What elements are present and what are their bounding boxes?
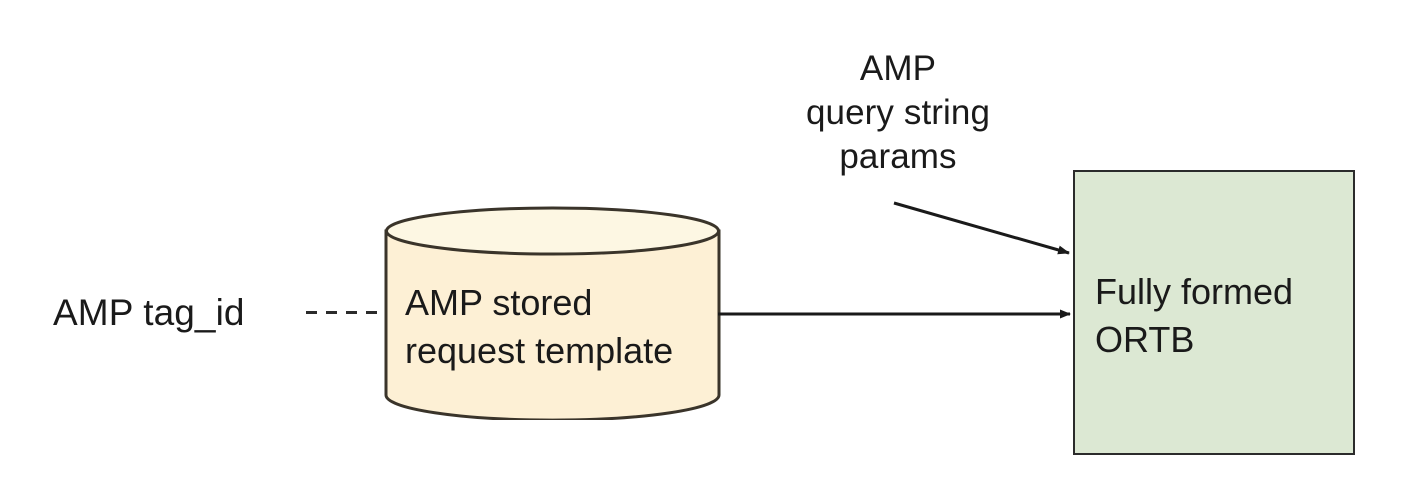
ortb-line2: ORTB — [1095, 319, 1195, 360]
amp-tag-id-label: AMP tag_id — [53, 292, 245, 333]
stored-request-line1: AMP stored — [405, 282, 593, 323]
cylinder-top-ellipse — [385, 206, 720, 256]
dashed-connector-tagid-to-template — [306, 311, 386, 314]
stored-request-label: AMP stored request template — [405, 279, 673, 375]
query-string-line3: params — [839, 137, 957, 176]
query-string-params-label: AMP query string params — [800, 47, 996, 179]
stored-request-cylinder — [384, 206, 721, 420]
arrow-params-to-ortb — [893, 201, 1070, 255]
cylinder-body — [384, 229, 721, 420]
query-string-line1: AMP — [859, 49, 937, 88]
fully-formed-ortb-box — [1073, 170, 1355, 455]
query-string-line2: query string — [805, 93, 991, 132]
ortb-line1: Fully formed — [1095, 271, 1294, 312]
arrow-template-to-ortb — [718, 309, 1071, 319]
stored-request-line2: request template — [405, 330, 674, 371]
diagonal-arrow-line — [893, 201, 1070, 255]
